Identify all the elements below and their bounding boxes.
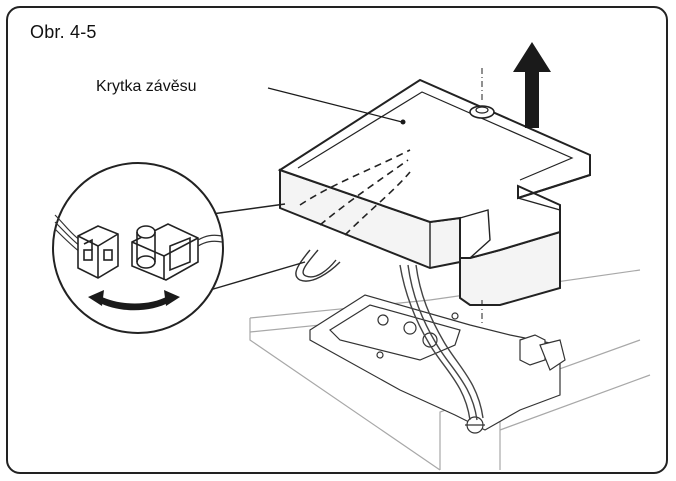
hidden-connector-lines xyxy=(299,149,411,236)
hinge-plate xyxy=(309,294,566,434)
cable-loop xyxy=(295,249,341,282)
hinge-cover xyxy=(277,78,591,306)
connector-detail-inset xyxy=(52,162,306,334)
callout-leader xyxy=(267,87,406,125)
cable-bundle xyxy=(399,264,484,421)
arrow-up-icon xyxy=(513,42,551,128)
figure-label: Obr. 4-5 xyxy=(30,22,97,42)
hinge-cover-callout: Krytka závěsu xyxy=(96,78,197,95)
double-arrow-icon xyxy=(88,290,180,311)
